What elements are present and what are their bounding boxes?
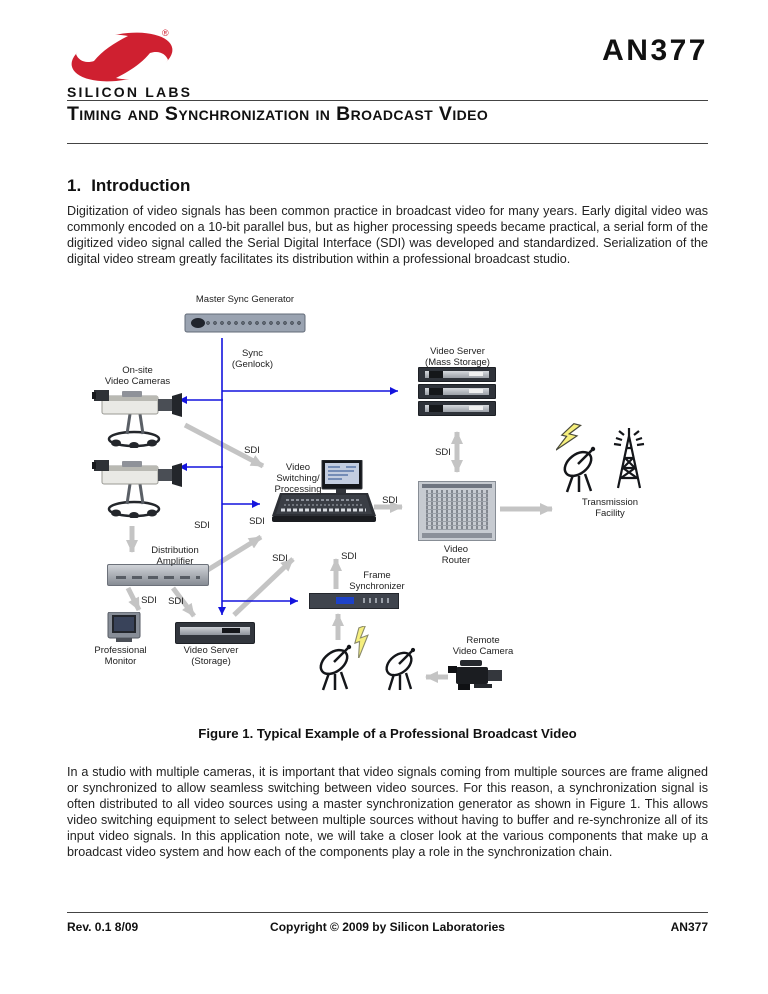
body-paragraph: In a studio with multiple cameras, it is… [67,765,708,859]
remote-camcorder-image [448,660,502,690]
footer-copyright: Copyright © 2009 by Silicon Laboratories [270,920,505,934]
sdi-label: SDI [194,520,210,531]
label-video-server-storage: Video Server(Storage) [183,645,239,667]
video-router-image [418,481,496,541]
server-unit [418,401,496,416]
footer-revision: Rev. 0.1 8/09 [67,920,139,934]
section-heading: 1. Introduction [67,176,190,196]
label-video-server-mass: Video Server(Mass Storage) [425,346,490,368]
silicon-labs-logo-icon [71,32,173,82]
server-unit [418,384,496,399]
document-title: Timing and Synchronization in Broadcast … [67,103,489,125]
video-server-storage-image [175,622,255,644]
label-sync-genlock: Sync(Genlock) [231,348,274,370]
doc-number-header: AN377 [602,34,708,67]
broadcast-tower-icon [613,428,645,489]
registered-trademark-icon: ® [162,28,169,38]
intro-paragraph: Digitization of video signals has been c… [67,204,708,266]
frame-synchronizer-image [309,593,399,609]
video-switcher-image [272,460,376,522]
footer-rule [67,912,708,913]
section-number: 1. [67,176,82,195]
sdi-label: SDI [141,595,157,606]
sdi-label: SDI [435,447,451,458]
header-rule-bottom [67,143,708,144]
label-master-sync-generator: Master Sync Generator [195,294,295,305]
video-server-mass-storage-image [418,367,496,418]
lightning-bolt-icon [556,423,582,451]
sdi-label: SDI [272,553,288,564]
figure-caption: Figure 1. Typical Example of a Professio… [198,726,577,741]
footer-doc-number: AN377 [670,920,708,934]
sdi-label: SDI [341,551,357,562]
logo-wordmark: SILICON LABS [67,84,193,100]
satellite-dish-receive-1-icon [319,644,352,691]
distribution-amplifier-image [107,564,209,586]
sdi-label: SDI [382,495,398,506]
sdi-label: SDI [168,596,184,607]
header-rule-top [67,100,708,101]
professional-monitor-image [107,612,141,642]
sdi-label: SDI [249,516,265,527]
satellite-dish-uplink-icon [563,446,596,493]
lightning-bolt-icon [354,626,369,658]
section-title: Introduction [91,176,191,195]
studio-camera-1-image [92,390,182,448]
signal-flow-arrows [125,338,553,683]
satellite-dish-receive-2-icon [385,647,416,691]
master-sync-generator-image [184,313,306,333]
figure-1-diagram: Master Sync Generator Sync(Genlock) On-s… [0,288,768,712]
server-unit [418,367,496,382]
sdi-label: SDI [244,445,260,456]
studio-camera-2-image [92,460,182,518]
